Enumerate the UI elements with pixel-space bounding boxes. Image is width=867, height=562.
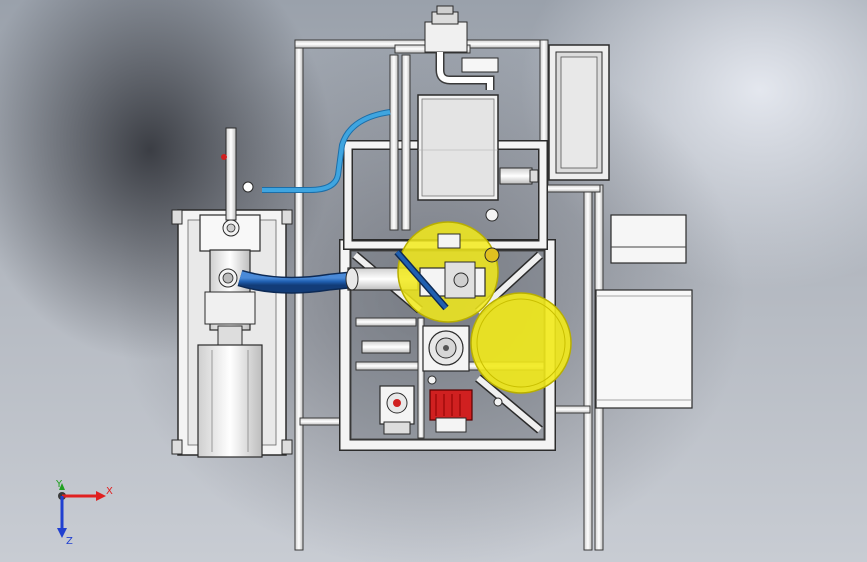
sensor-small (427, 375, 503, 407)
valve-assembly[interactable] (394, 208, 500, 311)
x-axis-head (96, 491, 106, 501)
pressure-gauge-left[interactable] (221, 154, 254, 193)
x-axis-label: X (106, 486, 113, 497)
highlighted-tank-lower[interactable] (470, 292, 572, 394)
light-blue-hose[interactable] (262, 109, 391, 193)
y-axis-head (59, 483, 65, 490)
light-blue-hose-highlight (262, 110, 391, 192)
z-axis-label: Z (66, 536, 73, 547)
filter-cylinder[interactable] (499, 167, 539, 185)
red-motor[interactable] (429, 389, 473, 433)
control-box-small[interactable] (610, 214, 687, 264)
control-cabinet[interactable] (417, 94, 499, 201)
z-axis-head (57, 528, 67, 538)
control-box-large[interactable] (595, 289, 693, 409)
dark-blue-hose[interactable] (237, 269, 351, 294)
center-pump[interactable] (422, 325, 470, 372)
gear-motor[interactable] (379, 385, 415, 435)
y-axis-label: Y (55, 479, 63, 490)
small-fitting-left[interactable] (361, 340, 411, 354)
top-pipework[interactable] (389, 5, 499, 231)
top-right-panel[interactable] (548, 44, 610, 181)
coordinate-triad: X Y Z (55, 479, 113, 547)
left-pump-stand[interactable] (171, 127, 293, 458)
